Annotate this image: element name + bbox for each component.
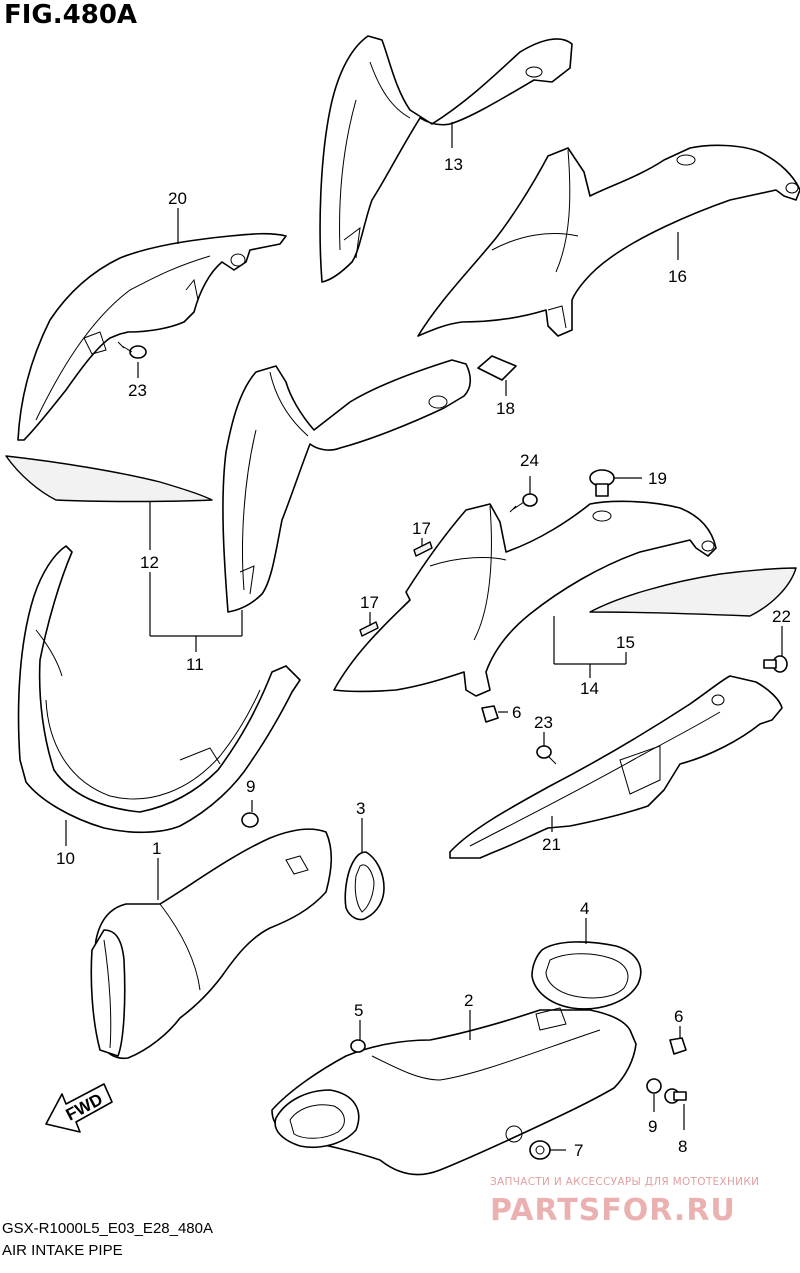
callout-5: 5 xyxy=(354,1001,363,1020)
callout-13: 13 xyxy=(444,155,463,174)
part-3-seal[interactable] xyxy=(344,818,385,921)
figure-title: FIG.480A xyxy=(4,0,138,30)
fwd-direction-arrow: FWD xyxy=(45,1083,113,1133)
callout-17-lower: 17 xyxy=(360,593,379,612)
callout-4: 4 xyxy=(580,899,589,918)
part-6-nut-upper[interactable] xyxy=(481,705,508,723)
callout-6-lower: 6 xyxy=(674,1007,683,1026)
callout-17-upper: 17 xyxy=(412,519,431,538)
part-6-nut-lower[interactable] xyxy=(669,1026,687,1055)
part-13-inner-panel-right[interactable] xyxy=(319,35,573,283)
callout-16: 16 xyxy=(668,267,687,286)
callout-18: 18 xyxy=(496,399,515,418)
callout-9-lower: 9 xyxy=(648,1117,657,1136)
part-9-grommet-lower[interactable] xyxy=(646,1078,662,1112)
screw-23-upper[interactable] xyxy=(117,341,147,359)
callout-15: 15 xyxy=(616,633,635,652)
callout-24: 24 xyxy=(520,451,539,470)
part-16-side-cowling-right[interactable] xyxy=(417,144,800,337)
callout-8: 8 xyxy=(678,1137,687,1156)
diagram-name: AIR INTAKE PIPE xyxy=(2,1242,123,1259)
callout-7: 7 xyxy=(574,1141,583,1160)
callout-6-upper: 6 xyxy=(512,703,521,722)
part-1-air-intake-pipe-left[interactable] xyxy=(90,828,333,1060)
callout-21: 21 xyxy=(542,835,561,854)
leader-12-11 xyxy=(149,502,243,652)
diagram-code: GSX-R1000L5_E03_E28_480A xyxy=(2,1220,213,1237)
part-4-seal-ring[interactable] xyxy=(531,918,642,1010)
part-15-trim-strip-right[interactable] xyxy=(589,567,797,617)
part-17-pad-lower[interactable] xyxy=(359,612,379,637)
callout-23-lower: 23 xyxy=(534,713,553,732)
callout-23-upper: 23 xyxy=(128,381,147,400)
part-18-pad[interactable] xyxy=(477,355,517,381)
part-9-grommet-upper[interactable] xyxy=(241,800,259,828)
part-22-bolt[interactable] xyxy=(763,626,788,673)
callout-12: 12 xyxy=(140,553,159,572)
part-17-pad-upper[interactable] xyxy=(413,538,433,557)
part-20-upper-cowling-left[interactable] xyxy=(17,232,287,441)
callout-20: 20 xyxy=(168,189,187,208)
callout-11: 11 xyxy=(186,655,204,674)
part-11-inner-panel-left[interactable] xyxy=(222,359,472,613)
part-8-bolt[interactable] xyxy=(664,1088,687,1130)
leader-15-14 xyxy=(553,616,627,678)
part-24-screw[interactable] xyxy=(509,476,538,513)
part-23-screw-lower[interactable] xyxy=(536,732,557,765)
part-14-side-cowling-left[interactable] xyxy=(333,500,717,697)
part-5-screw[interactable] xyxy=(350,1020,366,1053)
callout-3: 3 xyxy=(356,799,365,818)
watermark-tagline: ЗАПЧАСТИ И АКСЕССУАРЫ ДЛЯ МОТОТЕХНИКИ xyxy=(490,1176,760,1188)
callout-2: 2 xyxy=(464,991,473,1010)
callout-1: 1 xyxy=(152,839,161,858)
callout-22: 22 xyxy=(772,607,791,626)
callout-14: 14 xyxy=(580,679,599,698)
watermark-brand: PARTSFOR.RU xyxy=(490,1193,736,1228)
part-12-trim-strip-left[interactable] xyxy=(5,455,213,503)
part-19-grommet[interactable] xyxy=(589,469,642,497)
part-21-lower-cowling-right[interactable] xyxy=(449,675,783,859)
callout-10: 10 xyxy=(56,849,75,868)
callout-19: 19 xyxy=(648,469,667,488)
callout-9-upper: 9 xyxy=(246,777,255,796)
part-7-grommet[interactable] xyxy=(529,1140,566,1160)
part-10-lower-inner-cover[interactable] xyxy=(17,545,301,834)
